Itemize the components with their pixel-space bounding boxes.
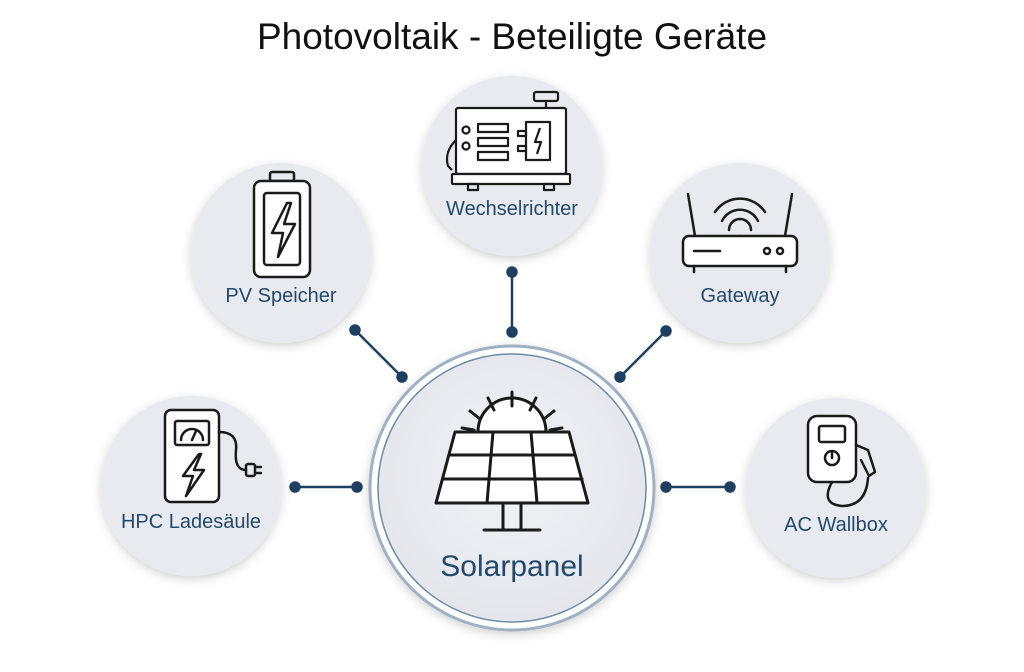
connectors bbox=[289, 266, 736, 493]
node-hpc-ladesaeule: HPC Ladesäule bbox=[101, 396, 281, 576]
charging-station-icon bbox=[163, 408, 263, 504]
center-node-solarpanel: Solarpanel bbox=[368, 344, 656, 632]
solar-panel-icon bbox=[434, 390, 590, 532]
battery-icon bbox=[252, 170, 312, 279]
connector-ac-wallbox bbox=[660, 481, 736, 493]
device-label-gateway: Gateway bbox=[701, 285, 780, 307]
node-gateway: Gateway bbox=[650, 163, 830, 343]
diagram-title: Photovoltaik - Beteiligte Geräte bbox=[256, 16, 768, 57]
center-label: Solarpanel bbox=[440, 550, 583, 583]
connector-pv-speicher bbox=[349, 324, 408, 383]
connector-wechselrichter bbox=[506, 266, 518, 338]
node-pv-speicher: PV Speicher bbox=[191, 163, 371, 343]
router-icon bbox=[681, 192, 799, 274]
node-ac-wallbox: AC Wallbox bbox=[746, 398, 926, 578]
device-label-hpc-ladesaeule: HPC Ladesäule bbox=[121, 511, 261, 533]
device-label-ac-wallbox: AC Wallbox bbox=[784, 514, 888, 536]
connector-gateway bbox=[614, 325, 672, 383]
inverter-icon bbox=[445, 90, 572, 192]
wallbox-icon bbox=[806, 414, 877, 508]
device-label-wechselrichter: Wechselrichter bbox=[446, 198, 578, 220]
node-wechselrichter: Wechselrichter bbox=[422, 76, 602, 256]
connector-hpc-ladesaeule bbox=[289, 481, 363, 493]
device-label-pv-speicher: PV Speicher bbox=[225, 285, 337, 307]
